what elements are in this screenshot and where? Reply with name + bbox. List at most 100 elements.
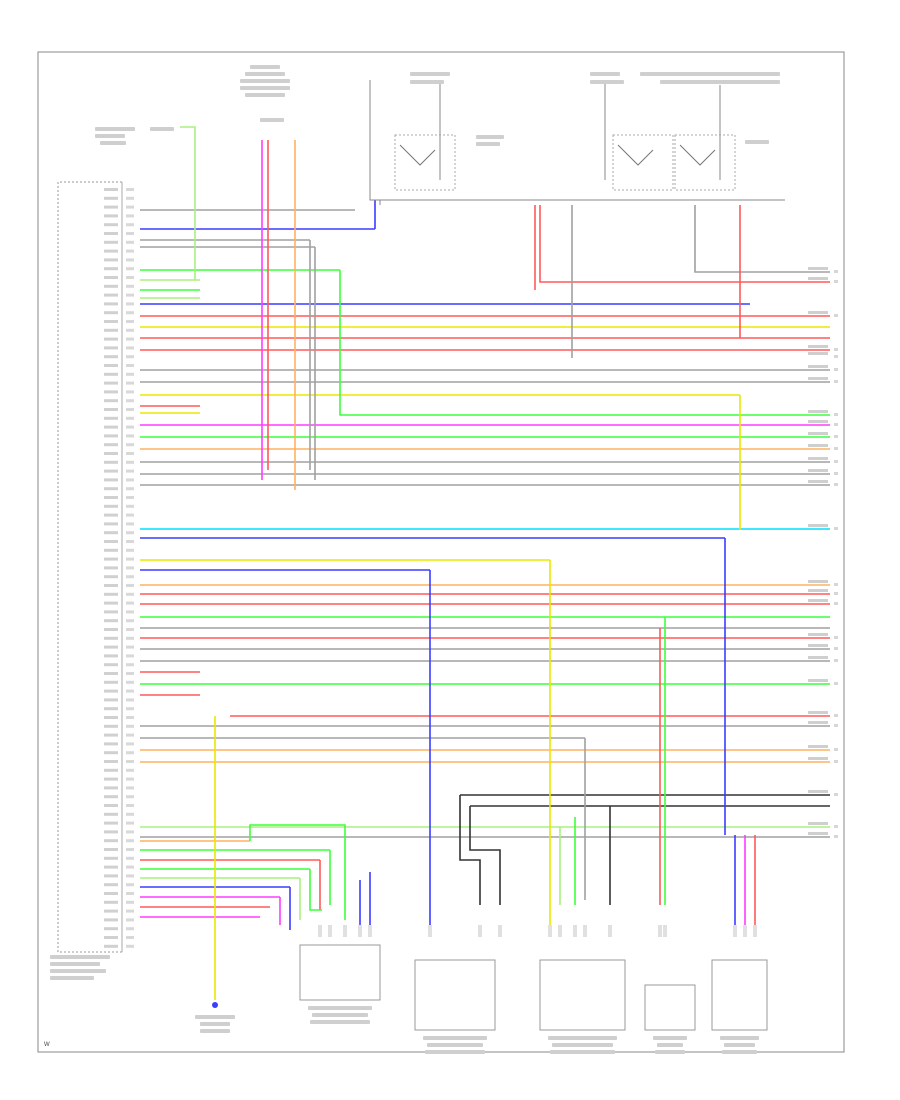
ecm-pin-number bbox=[126, 742, 134, 746]
ecm-pin-label bbox=[104, 628, 118, 631]
ecm-pin-label bbox=[104, 302, 118, 306]
label-block bbox=[150, 127, 174, 131]
ecm-pin-number bbox=[126, 232, 134, 235]
label-block bbox=[310, 1020, 370, 1024]
ecm-pin-number bbox=[126, 240, 134, 244]
ecm-pin-label bbox=[104, 883, 118, 887]
pin-number bbox=[834, 647, 838, 650]
connector-pin bbox=[343, 925, 347, 937]
label-block bbox=[548, 1036, 617, 1040]
sensor-terminal bbox=[212, 1002, 218, 1008]
ecm-pin-label bbox=[104, 936, 118, 939]
ecm-pin-label bbox=[104, 337, 118, 341]
ecm-pin-number bbox=[126, 293, 134, 297]
ecm-pin-label bbox=[104, 355, 118, 359]
label-block bbox=[476, 135, 504, 139]
ecm-pin-number bbox=[126, 936, 134, 939]
wire-color-label bbox=[808, 457, 828, 460]
ecm-pin-label bbox=[104, 821, 118, 825]
wire-color-label bbox=[808, 469, 828, 472]
ecm-pin-number bbox=[126, 707, 134, 711]
ecm-pin-number bbox=[126, 680, 134, 684]
ecm-pin-number bbox=[126, 760, 134, 763]
wire-color-label bbox=[808, 679, 828, 682]
ecm-pin-number bbox=[126, 276, 134, 279]
ecm-pin-number bbox=[126, 830, 134, 834]
ecm-label bbox=[50, 955, 110, 959]
ecm-pin-number bbox=[126, 522, 134, 526]
pin-number bbox=[834, 368, 838, 371]
pin-number bbox=[834, 592, 838, 595]
ecm-pin-number bbox=[126, 636, 134, 640]
ecm-pin-label bbox=[104, 830, 118, 834]
ecm-pin-number bbox=[126, 777, 134, 781]
pin-number bbox=[834, 447, 838, 450]
ecm-pin-label bbox=[104, 663, 118, 667]
ecm-pin-number bbox=[126, 733, 134, 737]
label-block bbox=[100, 141, 126, 145]
ecm-pin-label bbox=[104, 452, 118, 455]
ecm-pin-label bbox=[104, 487, 118, 491]
ecm-pin-number bbox=[126, 496, 134, 499]
connector-pin bbox=[583, 925, 587, 937]
ecm-pin-label bbox=[104, 504, 118, 508]
ecm-pin-label bbox=[104, 804, 118, 807]
components bbox=[50, 65, 785, 1054]
ecm-pin-label bbox=[104, 513, 118, 517]
wire-color-label bbox=[808, 644, 828, 647]
connector-d bbox=[644, 984, 696, 1031]
ecm-pin-label bbox=[104, 812, 118, 816]
wire-color-label bbox=[808, 432, 828, 435]
ecm-pin-label bbox=[104, 733, 118, 737]
ecm-pin-label bbox=[104, 214, 118, 218]
wire-color-label bbox=[808, 377, 828, 380]
connector-pin bbox=[428, 925, 432, 937]
wire bbox=[459, 795, 481, 905]
relay-2-switch bbox=[617, 144, 654, 166]
label-block bbox=[590, 80, 624, 84]
label-block bbox=[200, 1029, 230, 1033]
pin-number bbox=[834, 825, 838, 828]
connector-pin bbox=[608, 925, 612, 937]
label-block bbox=[640, 72, 780, 76]
ecm-pin-label bbox=[104, 311, 118, 315]
connector-pin bbox=[498, 925, 502, 937]
ecm-pin-label bbox=[104, 610, 118, 614]
ecm-pin-number bbox=[126, 592, 134, 596]
ecm-pin-number bbox=[126, 267, 134, 271]
pin-number bbox=[834, 348, 838, 351]
ecm-pin-label bbox=[104, 839, 118, 843]
ecm-pin-label bbox=[104, 443, 118, 447]
ecm-pin-number bbox=[126, 698, 134, 702]
ecm-pin-label bbox=[104, 716, 118, 719]
connector-pin bbox=[318, 925, 322, 937]
connector-pin bbox=[328, 925, 332, 937]
ecm-pin-label bbox=[104, 522, 118, 526]
ecm-pin-number bbox=[126, 874, 134, 878]
ecm-pin-number bbox=[126, 188, 134, 191]
ecm-pin-label bbox=[104, 196, 118, 200]
ecm-pin-number bbox=[126, 786, 134, 790]
connector-b bbox=[414, 959, 496, 1031]
ecm-pin-number bbox=[126, 196, 134, 200]
label-block bbox=[657, 1043, 683, 1047]
ecm-pin-label bbox=[104, 425, 118, 429]
connector-pin bbox=[548, 925, 552, 937]
ecm-pin-label bbox=[104, 232, 118, 235]
ecm-pin-label bbox=[104, 856, 118, 860]
ecm-pin-number bbox=[126, 557, 134, 561]
pin-number bbox=[834, 714, 838, 717]
connector-e bbox=[711, 959, 768, 1031]
wire bbox=[339, 270, 830, 416]
ecm-pin-number bbox=[126, 628, 134, 631]
ecm-pin-number bbox=[126, 672, 134, 675]
ecm-pin-number bbox=[126, 927, 134, 931]
ecm-pin-label bbox=[104, 892, 118, 895]
ecm-pin-number bbox=[126, 689, 134, 693]
ecm-pin-label bbox=[104, 469, 118, 473]
wire-color-label bbox=[808, 524, 828, 527]
ecm-pin-label bbox=[104, 276, 118, 279]
ecm-pin-number bbox=[126, 372, 134, 376]
wire-color-label bbox=[808, 656, 828, 659]
ecm-pin-label bbox=[104, 557, 118, 561]
